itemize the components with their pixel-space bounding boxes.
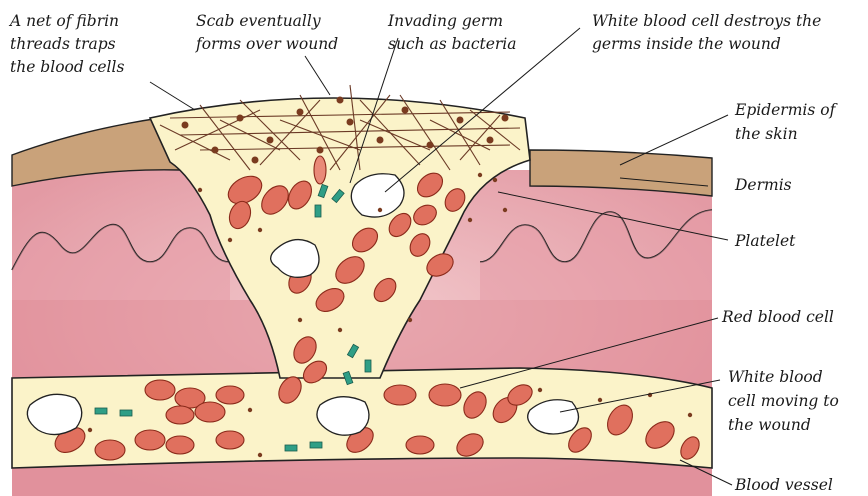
label-germ: Invading germ such as bacteria <box>387 12 517 53</box>
label-platelet: Platelet <box>734 232 796 250</box>
label-dermis: Dermis <box>734 176 792 194</box>
label-scab: Scab eventually forms over wound <box>195 12 338 53</box>
label-fibrin-net: A net of fibrin threads traps the blood … <box>8 12 124 76</box>
label-vessel: Blood vessel <box>734 476 833 494</box>
label-wbc-destroys: White blood cell destroys the germs insi… <box>592 12 826 53</box>
label-rbc: Red blood cell <box>721 308 834 326</box>
papillae-shade-left <box>12 225 230 300</box>
label-wbc-moving: White blood cell moving to the wound <box>728 368 844 434</box>
label-epidermis: Epidermis of the skin <box>734 101 840 143</box>
